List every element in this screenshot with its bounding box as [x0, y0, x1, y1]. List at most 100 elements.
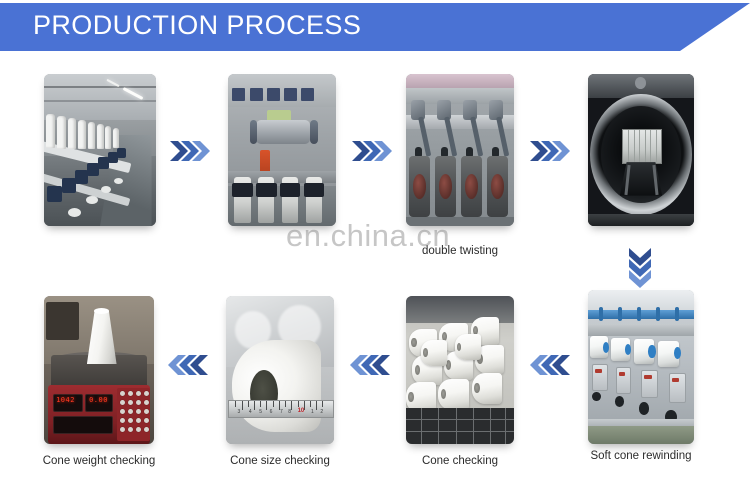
drum-cap — [310, 119, 318, 144]
ruler-tick — [278, 400, 280, 411]
mesh-line — [455, 408, 457, 444]
steam-setting-scene — [588, 74, 694, 226]
ruler-tick — [310, 400, 312, 407]
keypad-key[interactable] — [127, 426, 133, 432]
machine-head-bar — [406, 87, 514, 105]
control-panel[interactable] — [615, 367, 632, 394]
ceiling-beam — [44, 86, 156, 88]
blue-hook — [598, 306, 603, 321]
caption-soft-cone-rewinding: Soft cone rewinding — [590, 450, 692, 462]
mesh-line — [421, 408, 423, 444]
mesh-line — [406, 419, 514, 421]
tension-knob[interactable] — [592, 391, 601, 401]
keypad-key[interactable] — [143, 408, 149, 414]
process-photo-winding — [228, 74, 336, 226]
cone-base — [279, 183, 301, 198]
keypad-key[interactable] — [119, 408, 125, 414]
blue-component — [249, 87, 263, 102]
status-led — [595, 368, 602, 374]
tension-knob[interactable] — [665, 410, 678, 424]
cone-core — [602, 342, 610, 354]
scale-keypad[interactable] — [116, 387, 150, 442]
double-twisting-scene — [406, 74, 514, 226]
yarn-cage — [621, 128, 663, 165]
weight-display — [52, 393, 84, 412]
yarn-cone — [438, 378, 469, 410]
spindle-pot — [75, 170, 88, 184]
ruler-tick — [297, 400, 299, 407]
cage-bar — [655, 129, 657, 164]
ruler-tick — [303, 400, 305, 411]
cage-bar — [639, 129, 641, 164]
flow-arrow-left — [528, 352, 572, 378]
keypad-key[interactable] — [143, 390, 149, 396]
keypad-key[interactable] — [143, 399, 149, 405]
keypad-key[interactable] — [119, 417, 125, 423]
ruler-tick — [241, 400, 243, 411]
flow-arrow-left — [348, 352, 392, 378]
machine-top-frame — [228, 74, 336, 108]
yarn-bobbin — [78, 120, 86, 149]
price-display — [84, 393, 114, 412]
keypad-key[interactable] — [135, 390, 141, 396]
ruler-number: 3 — [237, 409, 241, 416]
spindle-pot — [117, 148, 126, 158]
control-panel[interactable] — [592, 363, 608, 391]
total-display — [52, 415, 114, 435]
weight-value: 1042 — [56, 395, 75, 404]
upper-wall — [406, 74, 514, 88]
cage-bar — [649, 129, 651, 164]
status-led — [671, 377, 680, 383]
ruler-tick — [316, 400, 318, 411]
spindle-knob — [466, 146, 474, 158]
flow-arrow-left — [166, 352, 210, 378]
keypad-key[interactable] — [135, 426, 141, 432]
keypad-key[interactable] — [119, 426, 125, 432]
ruler-tick — [235, 400, 237, 407]
blue-hook — [674, 306, 679, 321]
keypad-key[interactable] — [135, 408, 141, 414]
ruler-number: 6 — [269, 409, 273, 416]
machine-frame — [588, 323, 694, 337]
keypad-key[interactable] — [119, 399, 125, 405]
ceiling-beam — [44, 100, 156, 102]
yarn-bobbin — [46, 114, 55, 148]
process-photo-cone-weight-checking: 1042 0.00 — [44, 296, 154, 444]
ruler-tick — [322, 400, 324, 407]
wire-basket — [406, 408, 514, 444]
machine-base — [406, 216, 514, 226]
spindle-knob — [492, 146, 500, 158]
ruler-number: 5 — [259, 409, 262, 416]
flow-arrow-down — [625, 246, 655, 290]
yarn-cone — [454, 334, 481, 360]
keypad-key[interactable] — [127, 408, 133, 414]
ruler-number-highlight: 10 — [297, 408, 305, 415]
yarn-cone — [657, 340, 680, 367]
twisting-head — [437, 99, 452, 120]
ruler-tick — [266, 400, 268, 411]
ruler-tick — [260, 400, 262, 407]
keypad-key[interactable] — [135, 399, 141, 405]
twisting-pot — [487, 156, 508, 217]
yarn-cone — [633, 339, 654, 364]
keypad-key[interactable] — [143, 417, 149, 423]
keypad-key[interactable] — [127, 390, 133, 396]
tension-knob[interactable] — [638, 402, 650, 415]
keypad-key[interactable] — [127, 417, 133, 423]
cone-core — [673, 346, 682, 360]
cage-bar — [633, 129, 635, 164]
twisting-pot — [409, 156, 430, 217]
valve-wheel — [634, 77, 647, 90]
keypad-key[interactable] — [135, 417, 141, 423]
keypad-key[interactable] — [119, 390, 125, 396]
mesh-line — [505, 408, 507, 444]
tension-knob[interactable] — [614, 396, 625, 408]
cone-base — [232, 183, 253, 198]
cone-size-scene: 3 4 5 6 7 8 10 1 2 — [226, 296, 334, 444]
keypad-key[interactable] — [127, 399, 133, 405]
spindle-pot — [62, 178, 76, 193]
mesh-line — [490, 408, 492, 444]
keypad-key[interactable] — [143, 426, 149, 432]
yarn-cone — [471, 372, 503, 405]
